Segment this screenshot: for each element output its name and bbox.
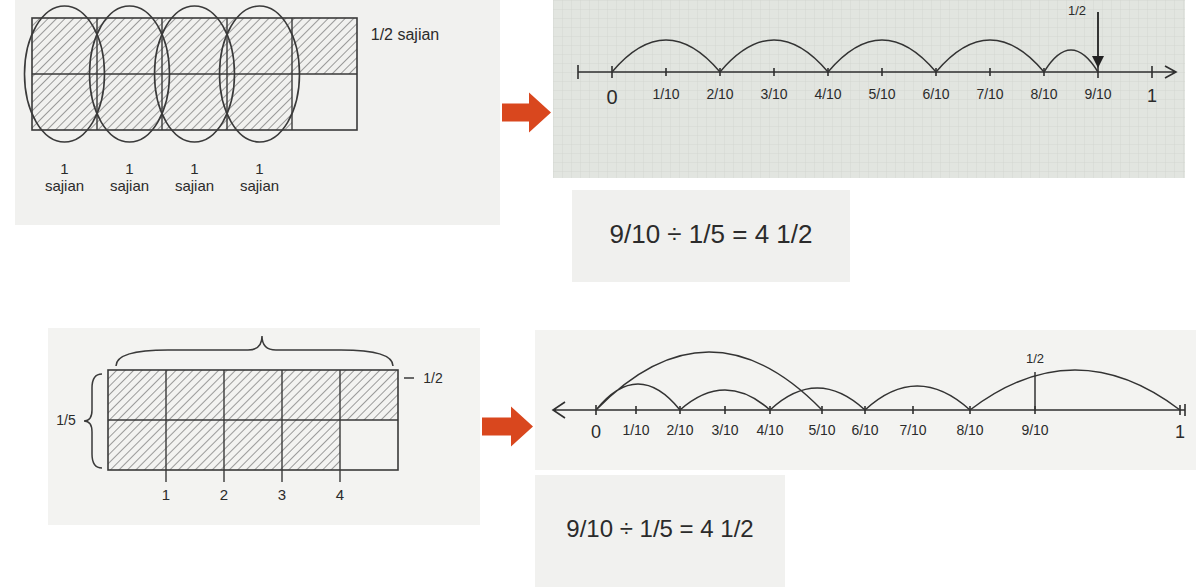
- portion-label: 1/2: [423, 370, 442, 386]
- number-line-panel: 0 1/10 2/10 3/10 4/10 5/10 6/10 7/10 8/10 9/10 1 1/…: [535, 330, 1196, 470]
- shaded-cells: [108, 370, 398, 420]
- serving-loop: [220, 6, 300, 142]
- tick-label: 2/10: [666, 422, 693, 438]
- division-equation: 9/10 ÷ 1/5 = 4 1/2: [610, 220, 813, 250]
- equation-panel: 9/10 ÷ 1/5 = 4 1/2: [572, 190, 850, 282]
- serving-label: 1 sajian: [172, 160, 218, 195]
- number-line-sketch: [535, 330, 1196, 470]
- tick-label: 8/10: [1030, 86, 1057, 102]
- number-line-sketch: [553, 0, 1185, 178]
- photo-panel: [572, 190, 850, 282]
- grid-lines: [108, 370, 398, 470]
- number-line: [553, 402, 1185, 418]
- pointer-arrow: [1097, 12, 1099, 62]
- grid-paper: [553, 0, 1185, 178]
- grid-outline: [108, 370, 398, 470]
- tick-label: 3/10: [711, 422, 738, 438]
- tick-label: 3/10: [760, 86, 787, 102]
- equation-panel: 9/10 ÷ 1/5 = 4 1/2: [535, 475, 785, 587]
- serving-label: 1 sajian: [107, 160, 153, 195]
- tick-label: 9/10: [1084, 86, 1111, 102]
- tick-label: 7/10: [899, 422, 926, 438]
- tick-label: 0: [591, 422, 601, 443]
- half-jump-label: 1/2: [1068, 4, 1086, 19]
- photo-panel: [15, 0, 500, 225]
- area-model-panel: 1/5 1/2 1 2 3 4: [48, 328, 480, 525]
- shaded-cells: [32, 18, 357, 74]
- tick-marks: [612, 66, 1152, 78]
- grid-lines: [32, 18, 357, 130]
- tick-label: 1: [1147, 86, 1157, 107]
- tick-label: 6/10: [851, 422, 878, 438]
- serving-loop: [90, 6, 170, 142]
- tick-label: 5/10: [808, 422, 835, 438]
- division-equation: 9/10 ÷ 1/5 = 4 1/2: [566, 515, 753, 543]
- tick-label: 2/10: [706, 86, 733, 102]
- serving-label: 1 sajian: [237, 160, 283, 195]
- count-label: 2: [220, 486, 228, 503]
- photo-panel: [535, 475, 785, 587]
- count-label: 3: [278, 486, 286, 503]
- grid-outline: [32, 18, 357, 130]
- tick-label: 9/10: [1021, 422, 1048, 438]
- serving-label: 1 sajian: [42, 160, 88, 195]
- top-brace: [116, 336, 393, 366]
- tick-label: 4/10: [814, 86, 841, 102]
- tick-label: 7/10: [976, 86, 1003, 102]
- area-model-sketch: [48, 328, 480, 525]
- tick-label: 4/10: [756, 422, 783, 438]
- tick-label: 8/10: [956, 422, 983, 438]
- tick-label: 5/10: [868, 86, 895, 102]
- count-ticks: [166, 470, 340, 482]
- portion-label: 1/2 sajian: [371, 26, 440, 44]
- number-line-panel: 0 1/10 2/10 3/10 4/10 5/10 6/10 7/10 8/10 9/10 1 1/…: [553, 0, 1185, 178]
- leader-dash: [404, 377, 414, 379]
- area-model-panel: 1/2 sajian 1 sajian 1 sajian 1 sajian 1 saji…: [15, 0, 500, 225]
- number-line: [578, 65, 1176, 79]
- tick-label: 1/10: [622, 422, 649, 438]
- photo-panel: [48, 328, 480, 525]
- area-model-sketch: [15, 0, 500, 225]
- photo-panel: [535, 330, 1196, 470]
- left-brace: [84, 374, 102, 468]
- tick-label: 1/10: [652, 86, 679, 102]
- count-label: 4: [336, 486, 344, 503]
- jump-arcs: [612, 40, 1098, 72]
- photo-panel: [553, 0, 1185, 178]
- serving-loop: [155, 6, 235, 142]
- half-jump-label: 1/2: [1025, 352, 1045, 367]
- tick-label: 6/10: [922, 86, 949, 102]
- count-label: 1: [162, 486, 170, 503]
- pointer-arrowhead: [1092, 56, 1104, 68]
- tick-label: 0: [606, 86, 617, 109]
- block-arrow: [482, 407, 533, 447]
- serving-loop: [25, 6, 105, 142]
- half-marker: [1034, 372, 1036, 410]
- block-arrow: [502, 93, 551, 133]
- serving-loops: [25, 6, 300, 142]
- brace-label: 1/5: [56, 412, 75, 428]
- jump-arcs: [596, 352, 1180, 410]
- tick-label: 1: [1175, 422, 1185, 443]
